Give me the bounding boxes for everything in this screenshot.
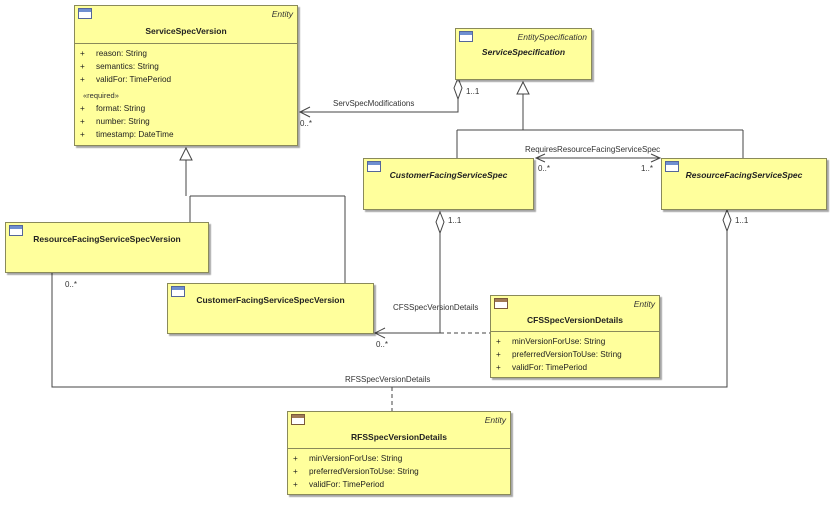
class-icon: [367, 161, 381, 172]
mult-requires-right: 1..*: [641, 164, 654, 173]
class-resource-facing-service-spec-version[interactable]: ResourceFacingServiceSpecVersion: [5, 222, 209, 273]
class-name: CustomerFacingServiceSpecVersion: [196, 295, 345, 305]
attribute-row: +preferredVersionToUse: String: [496, 350, 622, 359]
required-group-label: «required»: [83, 91, 119, 100]
class-name: RFSSpecVersionDetails: [351, 432, 447, 442]
attribute-row: +minVersionForUse: String: [496, 337, 606, 346]
assoc-label-rfs-spec-version-details: RFSSpecVersionDetails: [345, 375, 431, 384]
class-resource-facing-service-spec[interactable]: ResourceFacingServiceSpec: [661, 158, 827, 210]
class-icon: [665, 161, 679, 172]
attribute-row: +validFor: TimePeriod: [293, 480, 385, 489]
class-service-specification[interactable]: EntitySpecification ServiceSpecification: [455, 28, 592, 80]
attribute-row: +format: String: [80, 104, 146, 113]
class-name: CFSSpecVersionDetails: [527, 315, 623, 325]
attribute-row: +number: String: [80, 117, 150, 126]
association-cfs-spec-version-details: [373, 210, 490, 339]
generalization-spec-tree: [456, 80, 744, 158]
class-rfs-spec-version-details[interactable]: Entity RFSSpecVersionDetails +minVersion…: [287, 411, 511, 495]
class-name: ResourceFacingServiceSpec: [685, 170, 803, 180]
mult-cfs-spec: 1..1: [448, 216, 462, 225]
stereotype-label: Entity: [633, 299, 655, 309]
class-name: ServiceSpecification: [481, 47, 566, 57]
class-icon: [171, 286, 185, 297]
attribute-row: +preferredVersionToUse: String: [293, 467, 419, 476]
class-icon: [494, 298, 508, 309]
mult-requires-left: 0..*: [538, 164, 551, 173]
mult-serv-spec-version: 0..*: [300, 119, 313, 128]
class-service-spec-version[interactable]: Entity ServiceSpecVersion +reason: Strin…: [74, 5, 298, 146]
attribute-row: +minVersionForUse: String: [293, 454, 403, 463]
class-name: ResourceFacingServiceSpecVersion: [33, 234, 181, 244]
class-icon: [9, 225, 23, 236]
association-serv-spec-modifications: [298, 76, 463, 118]
class-icon: [78, 8, 92, 19]
mult-service-specification: 1..1: [466, 87, 480, 96]
attribute-row: +reason: String: [80, 49, 147, 58]
attribute-row: +semantics: String: [80, 62, 159, 71]
stereotype-label: Entity: [484, 415, 506, 425]
class-name: ServiceSpecVersion: [145, 26, 227, 36]
mult-rfs-version: 0..*: [65, 280, 78, 289]
stereotype-label: Entity: [271, 9, 293, 19]
assoc-label-serv-spec-modifications: ServSpecModifications: [333, 99, 415, 108]
class-cfs-spec-version-details[interactable]: Entity CFSSpecVersionDetails +minVersion…: [490, 295, 660, 378]
assoc-label-cfs-spec-version-details: CFSSpecVersionDetails: [393, 303, 479, 312]
assoc-label-requires-rfs: RequiresResourceFacingServiceSpec: [525, 145, 661, 154]
association-requires-rfs: [534, 153, 662, 163]
stereotype-label: EntitySpecification: [517, 32, 587, 42]
class-customer-facing-service-spec[interactable]: CustomerFacingServiceSpec: [363, 158, 534, 210]
mult-cfs-version: 0..*: [376, 340, 389, 349]
class-icon: [291, 414, 305, 425]
generalization-version-tree: [179, 146, 346, 283]
attribute-row: +timestamp: DateTime: [80, 130, 174, 139]
class-name: CustomerFacingServiceSpec: [389, 170, 508, 180]
attribute-row: +validFor: TimePeriod: [496, 363, 588, 372]
class-customer-facing-service-spec-version[interactable]: CustomerFacingServiceSpecVersion: [167, 283, 374, 334]
class-icon: [459, 31, 473, 42]
mult-rfs-spec: 1..1: [735, 216, 749, 225]
attribute-row: +validFor: TimePeriod: [80, 75, 172, 84]
